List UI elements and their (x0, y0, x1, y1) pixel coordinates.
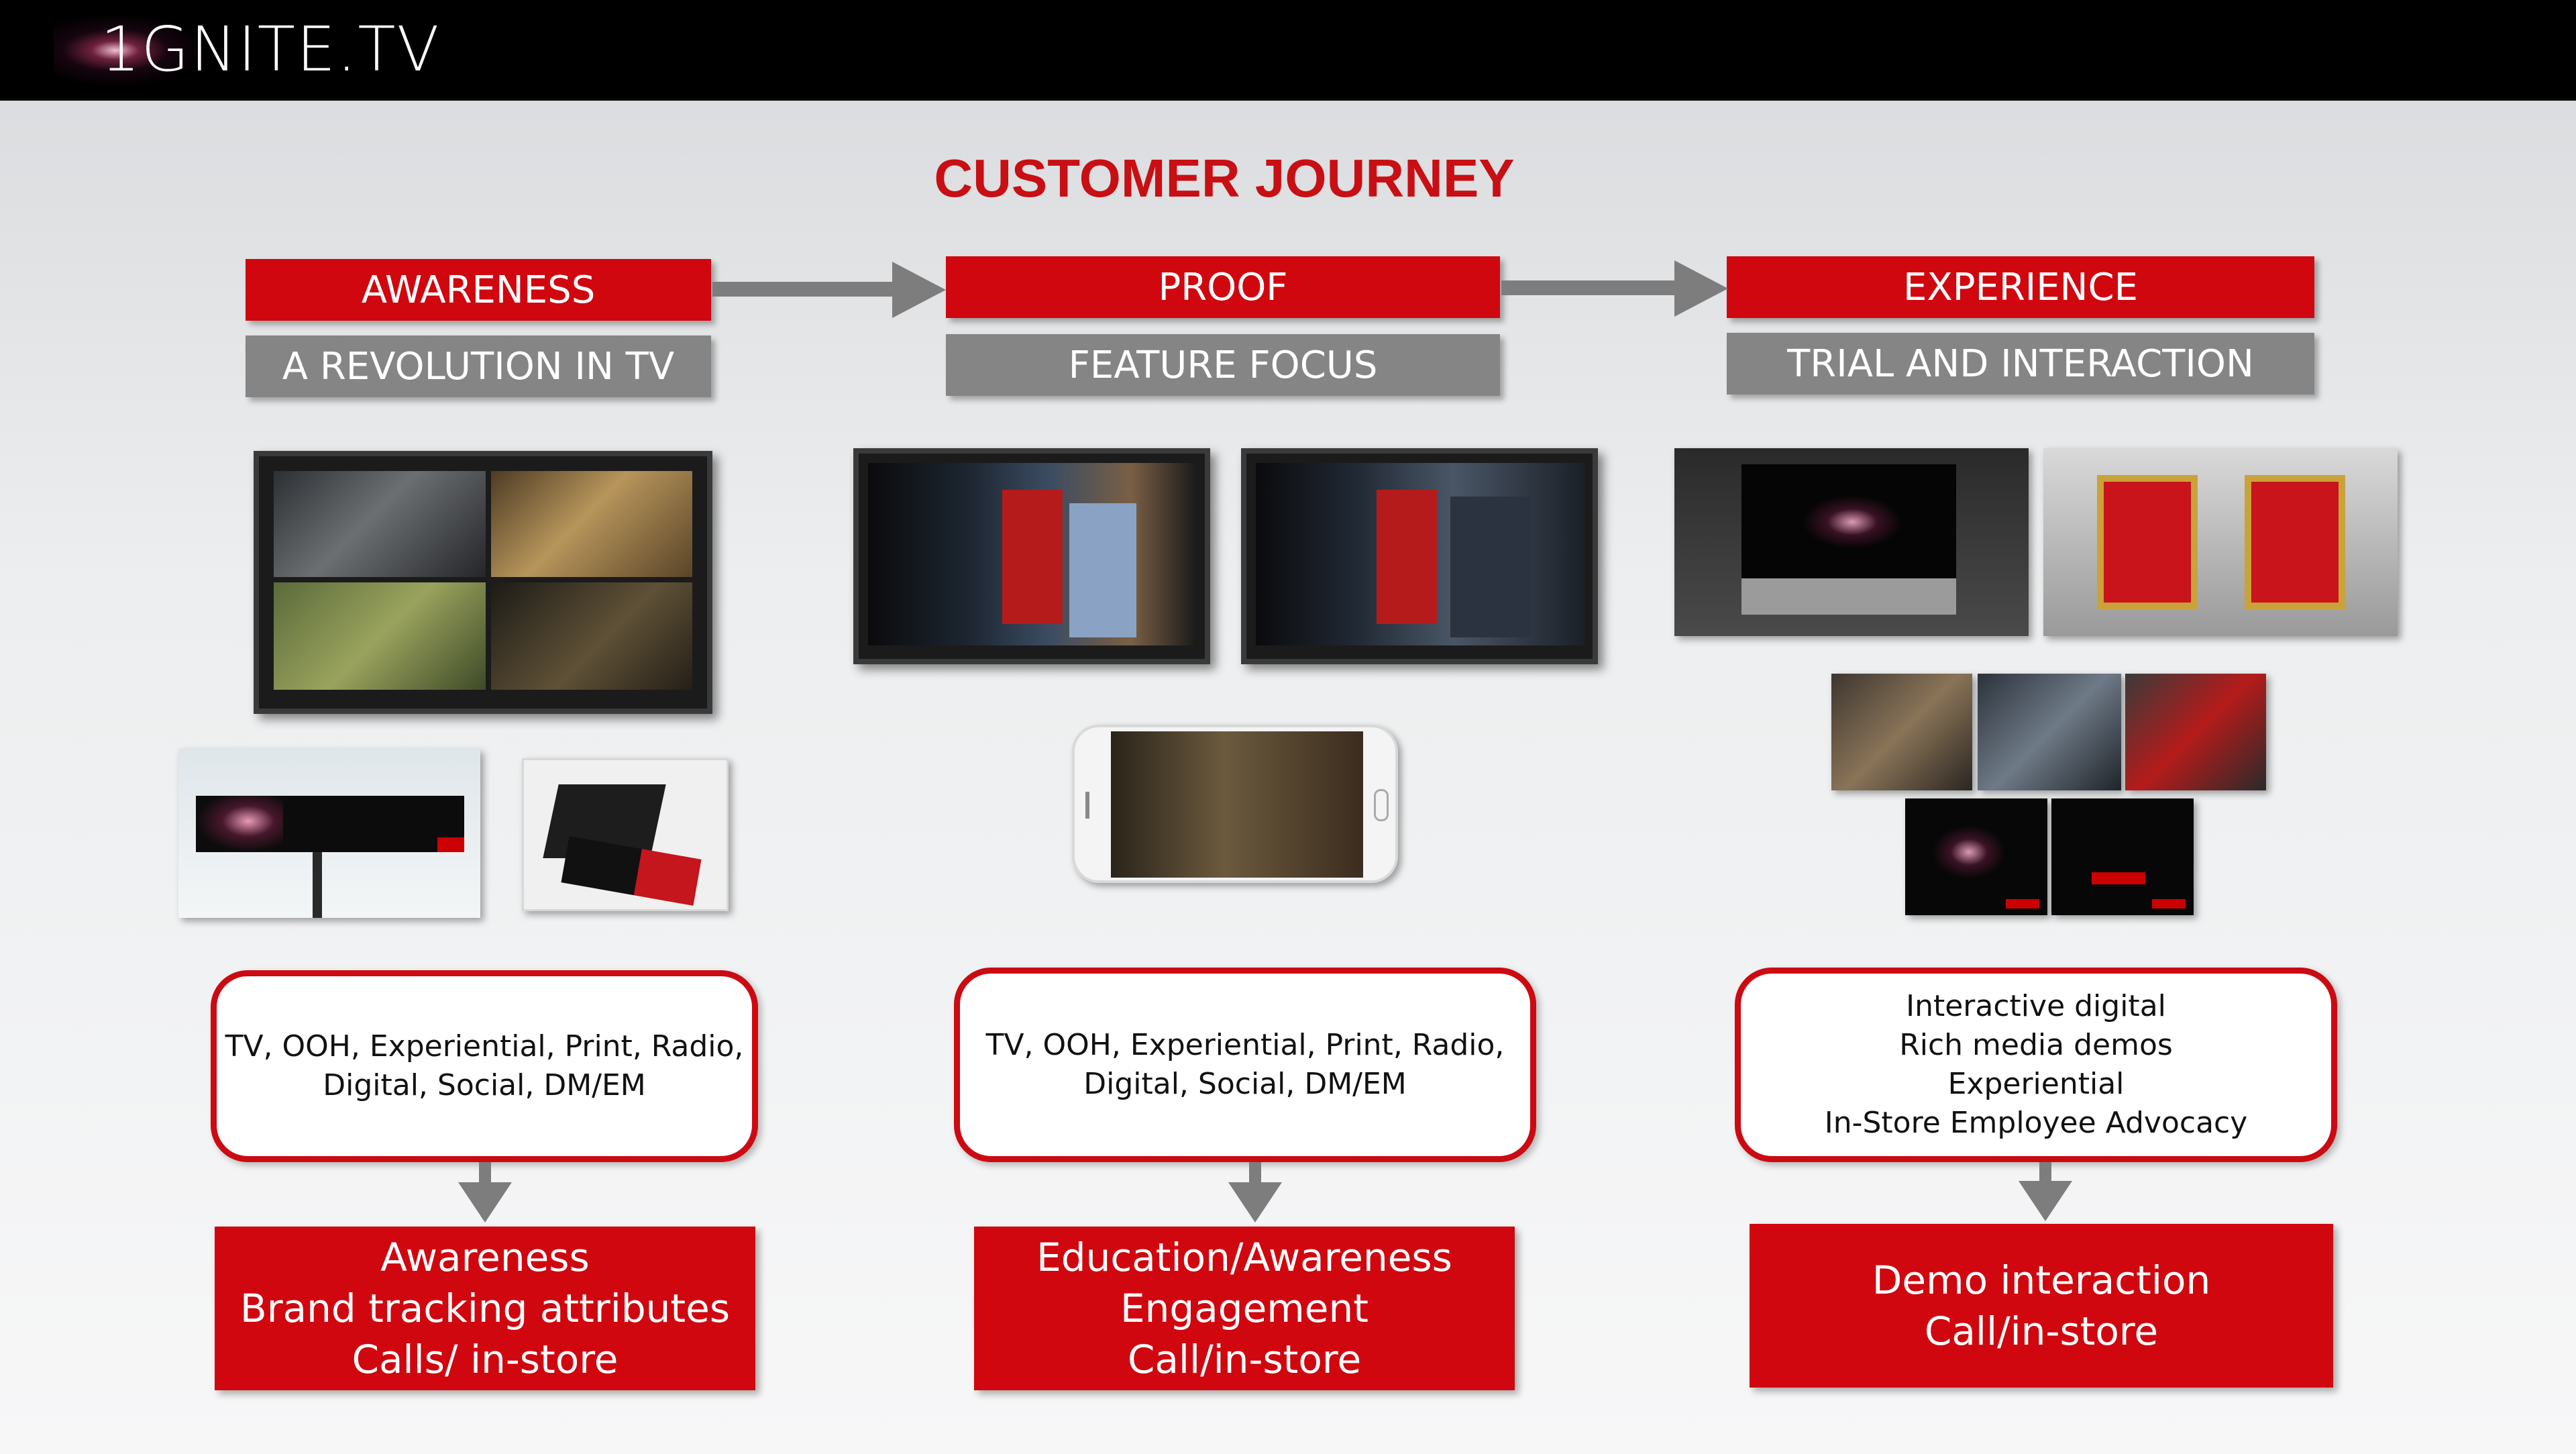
stage-proof-label: PROOF (946, 256, 1500, 318)
stage-proof-subtitle: FEATURE FOCUS (946, 334, 1500, 396)
proof-channels-box: TV, OOH, Experiential, Print, Radio, Dig… (954, 968, 1536, 1162)
channels-line: TV, OOH, Experiential, Print, Radio, (225, 1029, 744, 1063)
stage-experience-label: EXPERIENCE (1727, 256, 2314, 318)
channels-line: TV, OOH, Experiential, Print, Radio, (985, 1028, 1505, 1062)
proof-outcome-box: Education/Awareness Engagement Call/in-s… (974, 1227, 1515, 1390)
proof-scene-2 (1256, 463, 1585, 645)
outcome-line: Calls/ in-store (352, 1337, 619, 1382)
ignite-tv-logo: 1GNITE.TV (101, 13, 441, 85)
billboard-image (178, 749, 480, 918)
experience-channels-box: Interactive digital Rich media demos Exp… (1735, 968, 2337, 1162)
experience-banner-ad-5 (2051, 798, 2194, 915)
page-title: CUSTOMER JOURNEY (934, 148, 1515, 208)
header-bar: 1GNITE.TV (0, 0, 2576, 101)
collage-scene-1 (274, 471, 486, 577)
print-mailer-image (522, 758, 729, 911)
awareness-outcome-box: Awareness Brand tracking attributes Call… (215, 1227, 755, 1390)
proof-scene-1 (868, 463, 1197, 645)
collage-scene-4 (491, 582, 692, 690)
experience-banner-ad-4 (1905, 798, 2047, 915)
experience-banner-ad-3 (2125, 674, 2266, 790)
experience-banner-ad-1 (1831, 674, 1972, 790)
stage-awareness-label: AWARENESS (246, 259, 711, 321)
stage-experience-subtitle: TRIAL AND INTERACTION (1727, 333, 2314, 395)
outcome-line: Demo interaction (1872, 1257, 2211, 1303)
proof-tv-image-1 (853, 448, 1210, 664)
awareness-channels-box: TV, OOH, Experiential, Print, Radio, Dig… (211, 970, 758, 1162)
outcome-line: Call/in-store (1127, 1337, 1362, 1382)
outcome-line: Call/in-store (1924, 1308, 2159, 1354)
awareness-tv-collage (254, 451, 712, 714)
experience-outcome-box: Demo interaction Call/in-store (1750, 1224, 2333, 1388)
outcome-line: Education/Awareness (1036, 1235, 1452, 1280)
channels-line: Rich media demos (1899, 1028, 2173, 1062)
collage-scene-3 (274, 582, 486, 690)
experience-store-display-image (1674, 448, 2029, 636)
proof-phone-image (1072, 725, 1398, 883)
stage-awareness-subtitle: A REVOLUTION IN TV (246, 335, 711, 397)
channels-line: Digital, Social, DM/EM (323, 1068, 646, 1102)
channels-line: In-Store Employee Advocacy (1824, 1106, 2248, 1140)
channels-line: Experiential (1947, 1067, 2125, 1101)
experience-banner-ad-2 (1978, 674, 2121, 790)
experience-thrones-image (2043, 448, 2398, 636)
channels-line: Digital, Social, DM/EM (1083, 1067, 1407, 1101)
outcome-line: Brand tracking attributes (239, 1286, 731, 1331)
logo-flare (54, 13, 208, 87)
channels-line: Interactive digital (1906, 989, 2166, 1023)
collage-scene-2 (491, 471, 692, 577)
outcome-line: Awareness (380, 1235, 590, 1280)
outcome-line: Engagement (1120, 1286, 1368, 1331)
proof-tv-image-2 (1241, 448, 1598, 664)
